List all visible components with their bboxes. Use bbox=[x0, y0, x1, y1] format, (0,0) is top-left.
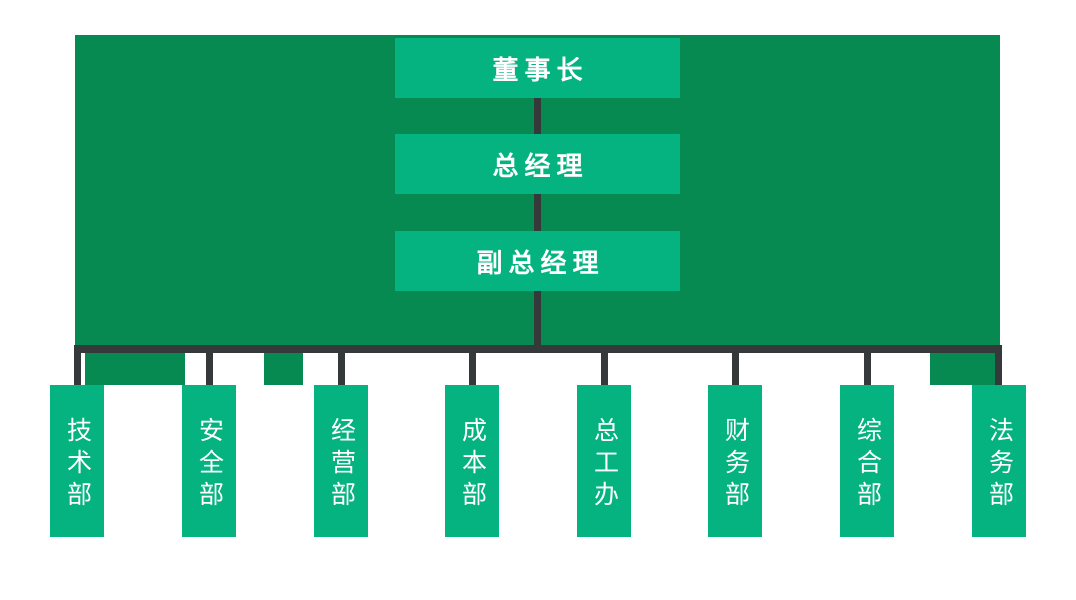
dept-stem-5 bbox=[601, 345, 608, 387]
dept-box-6[interactable]: 财务部 bbox=[708, 385, 762, 537]
connector-chairman-to-gm bbox=[534, 98, 541, 136]
dept-box-4[interactable]: 成本部 bbox=[445, 385, 499, 537]
dept-box-5[interactable]: 总工办 bbox=[577, 385, 631, 537]
dept-stem-6 bbox=[732, 345, 739, 387]
dept-stem-7 bbox=[864, 345, 871, 387]
connector-deputy-to-rail bbox=[534, 291, 541, 347]
dept-box-8[interactable]: 法务部 bbox=[972, 385, 1026, 537]
dept-stem-4 bbox=[469, 345, 476, 387]
exec-box-chairman[interactable]: 董事长 bbox=[395, 38, 680, 98]
dept-stem-8 bbox=[995, 345, 1002, 387]
department-rail bbox=[75, 345, 1000, 353]
dept-box-1[interactable]: 技术部 bbox=[50, 385, 104, 537]
dept-stem-3 bbox=[338, 345, 345, 387]
connector-gm-to-deputy bbox=[534, 194, 541, 232]
exec-box-deputy-general-manager[interactable]: 副总经理 bbox=[395, 231, 680, 291]
exec-box-general-manager[interactable]: 总经理 bbox=[395, 134, 680, 194]
dept-stem-1 bbox=[74, 345, 81, 387]
dept-stem-2 bbox=[206, 345, 213, 387]
dept-box-3[interactable]: 经营部 bbox=[314, 385, 368, 537]
dept-box-7[interactable]: 综合部 bbox=[840, 385, 894, 537]
dept-box-2[interactable]: 安全部 bbox=[182, 385, 236, 537]
